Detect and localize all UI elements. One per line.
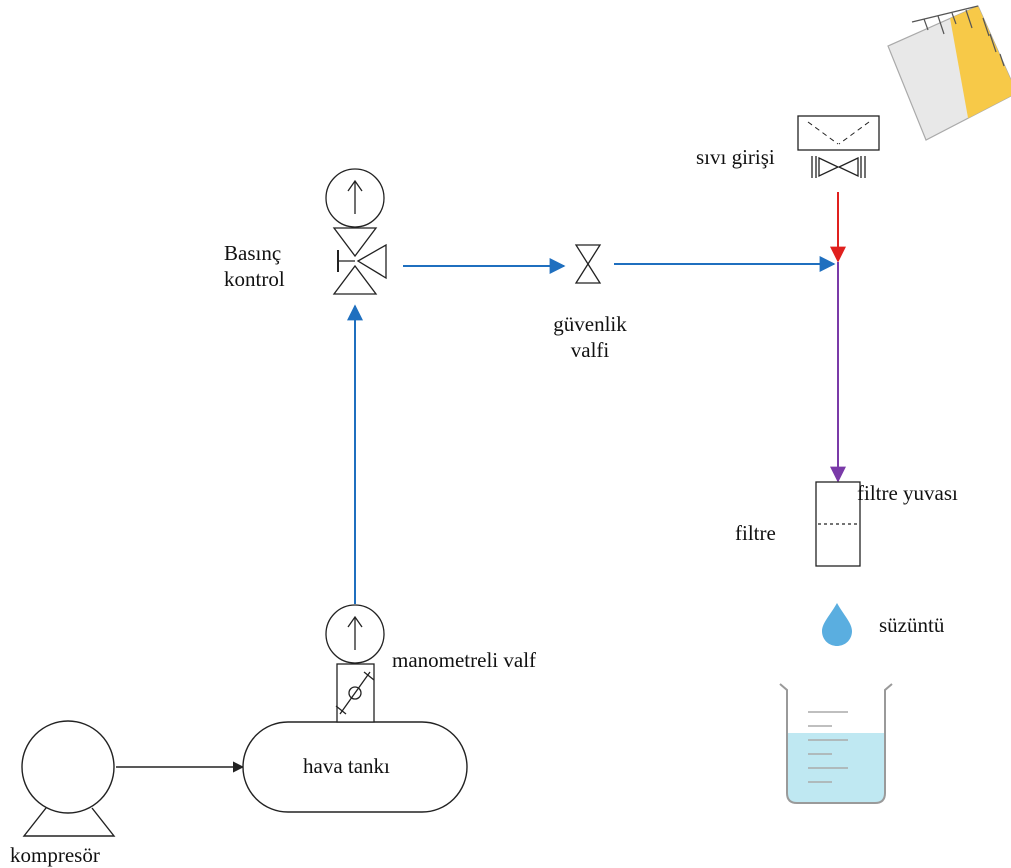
pressure-control-label-line2: kontrol	[224, 267, 285, 291]
pressure-gauge-icon	[325, 604, 385, 664]
pitcher-icon	[887, 5, 1011, 141]
safety-valve-label-line2: valfi	[570, 338, 610, 362]
beaker-icon	[779, 683, 893, 804]
gauge-valve-label: manometreli valf	[392, 648, 537, 672]
filtrate-label: süzüntü	[879, 613, 945, 637]
compressor-label: kompresör	[10, 843, 100, 867]
filter-label: filtre	[735, 521, 776, 545]
safety-valve-label-line1: güvenlik	[553, 312, 627, 336]
filter-housing-label: filtre yuvası	[857, 481, 958, 505]
inlet-funnel-icon	[797, 115, 880, 151]
inlet-valve-icon	[811, 156, 866, 178]
gauge-valve-icon	[335, 663, 375, 723]
pressure-control-valve-icon	[332, 227, 387, 295]
pressure-control-label-line1: Basınç	[224, 241, 282, 265]
pressure-gauge-icon	[325, 168, 385, 228]
liquid-inlet-label: sıvı girişi	[696, 145, 775, 169]
air-tank-label: hava tankı	[303, 754, 390, 778]
compressor-icon	[21, 720, 116, 837]
filter-housing-icon	[815, 481, 861, 567]
droplet-icon	[822, 603, 852, 646]
safety-valve-icon	[574, 244, 602, 284]
